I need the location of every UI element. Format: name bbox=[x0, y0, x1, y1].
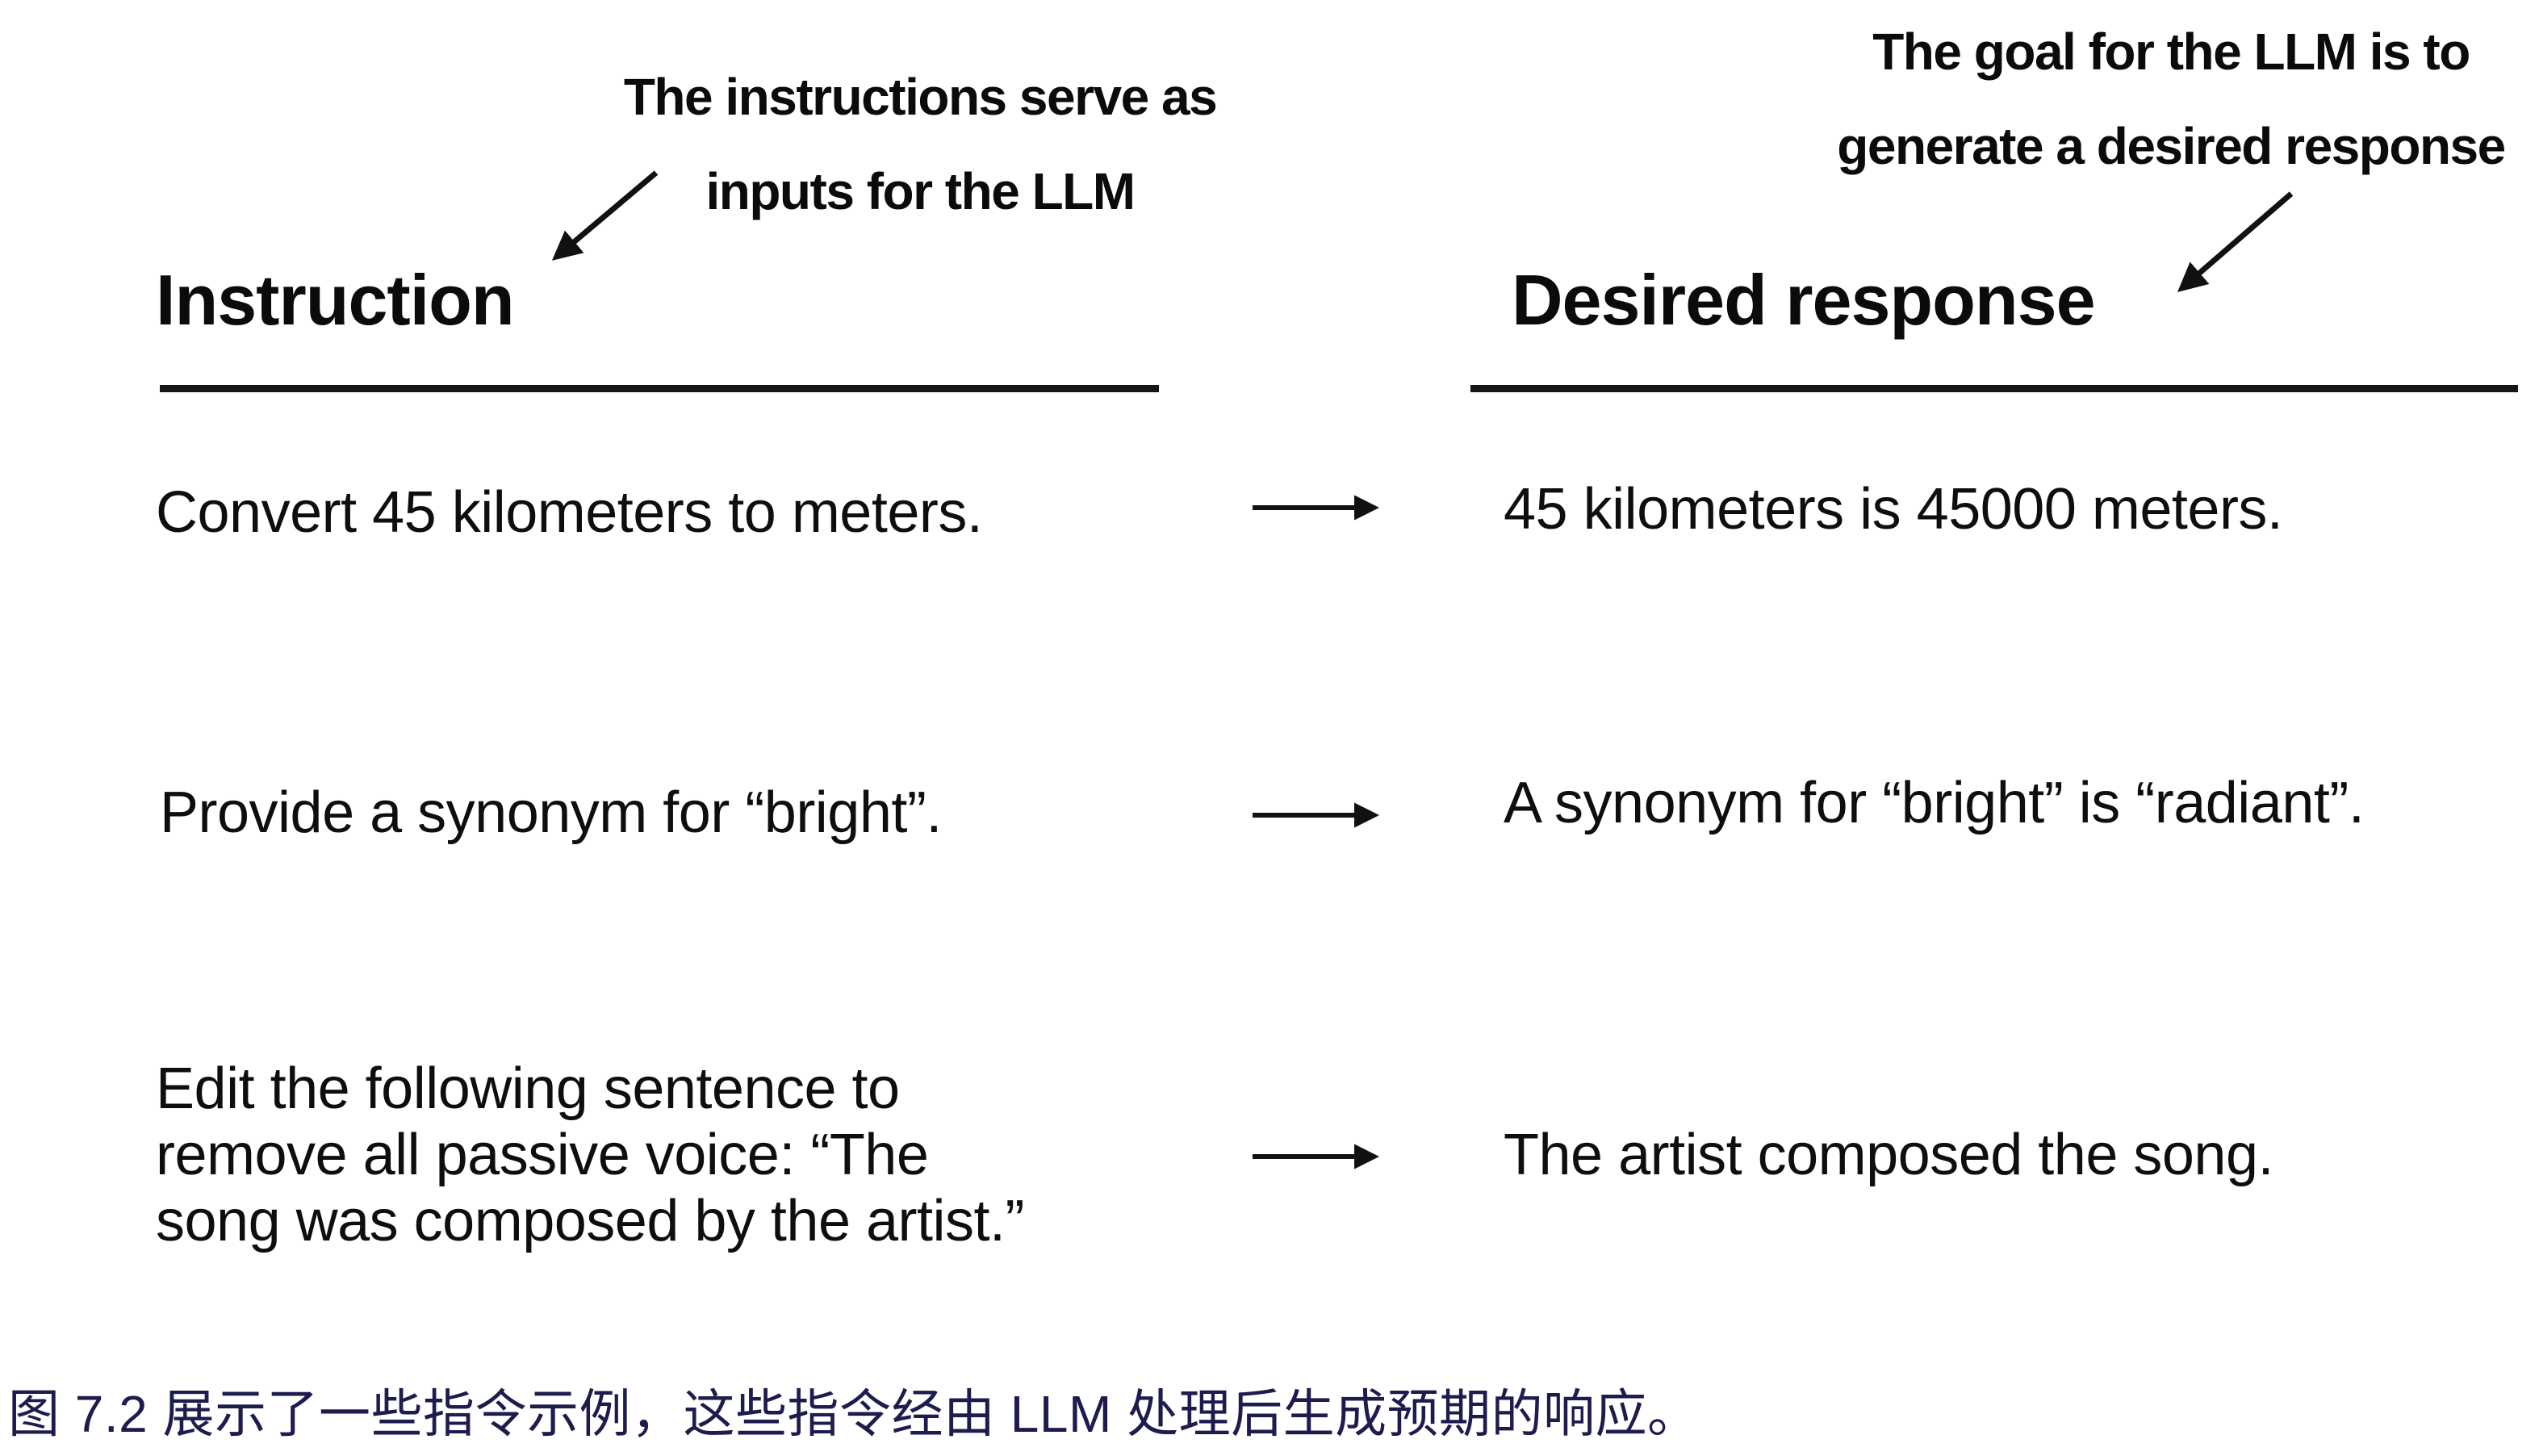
figure-caption: 图 7.2 展示了一些指令示例，这些指令经由 LLM 处理后生成预期的响应。 bbox=[8, 1385, 1700, 1443]
response-cell: 45 kilometers is 45000 meters. bbox=[1504, 477, 2283, 542]
instruction-cell: Edit the following sentence to remove al… bbox=[156, 1056, 1025, 1254]
instruction-cell: Convert 45 kilometers to meters. bbox=[156, 480, 983, 545]
response-cell: The artist composed the song. bbox=[1504, 1123, 2274, 1187]
annotation-instruction-note: The instructions serve as inputs for the… bbox=[565, 50, 1275, 239]
response-column-divider bbox=[1470, 385, 2518, 392]
annotation-line: generate a desired response bbox=[1837, 117, 2506, 175]
response-cell: A synonym for “bright” is “radiant”. bbox=[1504, 771, 2365, 835]
annotation-response-note: The goal for the LLM is to generate a de… bbox=[1800, 5, 2539, 194]
instruction-column-header: Instruction bbox=[156, 260, 515, 340]
annotation-line: The goal for the LLM is to bbox=[1872, 23, 2470, 81]
instruction-cell: Provide a synonym for “bright”. bbox=[160, 780, 942, 845]
annotation-arrow-right-icon bbox=[2177, 191, 2294, 292]
annotation-line: The instructions serve as bbox=[623, 68, 1218, 126]
annotation-line: inputs for the LLM bbox=[705, 162, 1136, 220]
desired-response-column-header: Desired response bbox=[1512, 260, 2096, 340]
instruction-column-divider bbox=[160, 385, 1159, 392]
